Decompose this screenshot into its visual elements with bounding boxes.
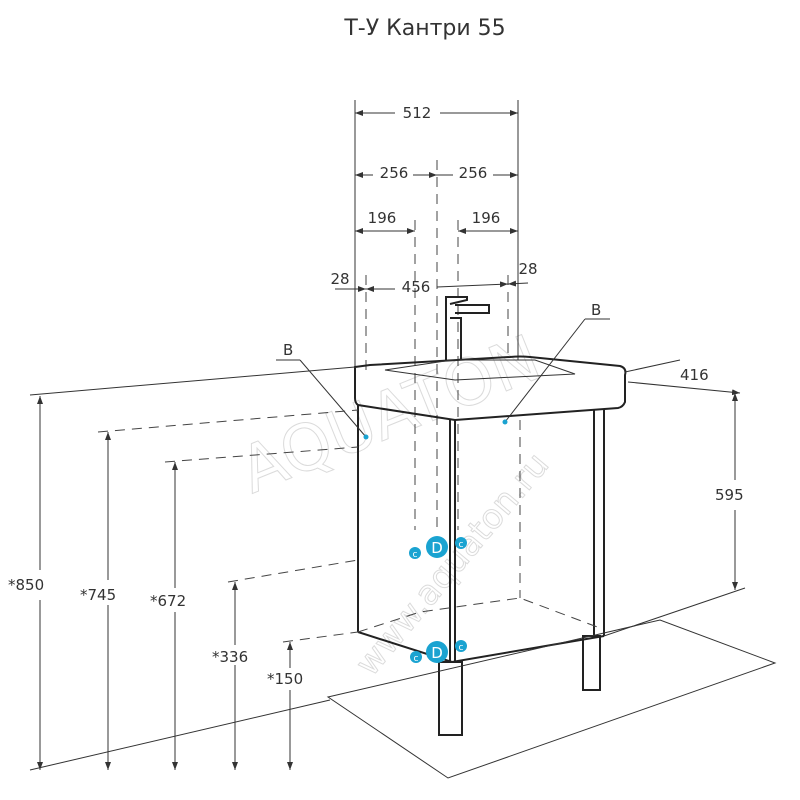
dimension-256: 256 256	[355, 163, 518, 182]
callout-right: B	[502, 301, 610, 425]
extension-lines	[354, 100, 519, 530]
svg-text:c: c	[413, 550, 418, 560]
page-title: Т-У Кантри 55	[343, 16, 505, 41]
svg-text:595: 595	[715, 486, 744, 504]
svg-text:416: 416	[680, 366, 709, 384]
dimension-456: 28 456 28	[330, 260, 537, 296]
svg-text:c: c	[459, 540, 464, 550]
svg-text:*745: *745	[80, 586, 116, 604]
connections-upper: D c c	[409, 536, 467, 560]
floor-outline	[326, 619, 777, 779]
svg-text:28: 28	[518, 260, 537, 278]
faucet	[445, 296, 490, 360]
svg-text:*336: *336	[212, 648, 248, 666]
svg-text:B: B	[591, 301, 601, 319]
svg-text:*850: *850	[8, 576, 44, 594]
dimension-595: 595	[603, 393, 746, 637]
svg-text:456: 456	[402, 278, 431, 296]
connections-lower: D c c	[410, 640, 467, 664]
cabinet	[357, 405, 605, 736]
svg-text:B: B	[283, 341, 293, 359]
dimension-512: 512	[355, 104, 518, 122]
height-dimensions: *850 *745 *672 *336 *150	[8, 366, 359, 771]
svg-text:512: 512	[403, 104, 432, 122]
svg-text:c: c	[459, 643, 464, 653]
svg-text:*672: *672	[150, 592, 186, 610]
svg-text:196: 196	[368, 209, 397, 227]
svg-text:www.aquaton.ru: www.aquaton.ru	[348, 445, 557, 684]
watermark: AQUATON www.aquaton.ru	[230, 321, 558, 684]
svg-text:256: 256	[380, 164, 409, 182]
svg-text:D: D	[431, 644, 443, 662]
svg-text:256: 256	[459, 164, 488, 182]
callout-left: B	[276, 341, 369, 440]
basin	[354, 355, 627, 422]
svg-text:c: c	[414, 654, 419, 664]
svg-text:196: 196	[472, 209, 501, 227]
dimension-416: 416	[624, 359, 741, 396]
svg-text:28: 28	[330, 270, 349, 288]
drain-label: D	[431, 539, 443, 557]
dimension-196: 196 196	[355, 209, 518, 234]
svg-text:*150: *150	[267, 670, 303, 688]
